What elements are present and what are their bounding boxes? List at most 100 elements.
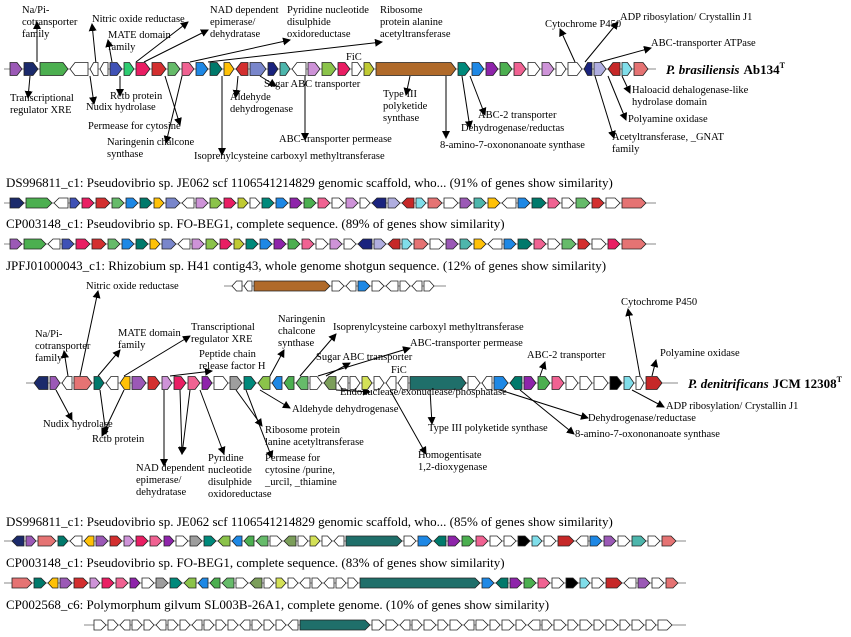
gene-arrow — [429, 238, 445, 250]
gene-arrow — [575, 197, 591, 209]
gene-arrow — [647, 535, 661, 547]
annotation-arrow — [232, 75, 241, 98]
gene-arrow — [25, 535, 37, 547]
gene-arrow — [489, 619, 501, 631]
gene-arrow — [493, 376, 509, 390]
gene-arrow — [33, 577, 47, 589]
gene-arrow — [413, 238, 429, 250]
gene-arrow — [443, 197, 459, 209]
gene-arrow — [541, 619, 553, 631]
annotation-arrow — [177, 389, 186, 455]
gene-arrow — [249, 62, 267, 76]
annotation-arrow — [584, 21, 619, 63]
gene-arrow — [167, 62, 181, 76]
gene-arrow — [401, 197, 415, 209]
gene-arrow — [433, 535, 447, 547]
gene-arrow — [423, 280, 435, 292]
gene-arrow — [509, 577, 523, 589]
gene-annotation-label: NAD dependent — [210, 5, 279, 16]
gene-arrow — [297, 535, 309, 547]
gene-arrow — [109, 62, 123, 76]
gene-arrow — [167, 619, 179, 631]
gene-arrow — [237, 197, 249, 209]
gene-arrow — [623, 577, 637, 589]
gene-annotation-label: disulphide — [208, 477, 252, 488]
gene-arrow — [283, 376, 295, 390]
gene-annotation-label: dehydrogenase — [230, 104, 293, 115]
gene-annotation-label: Naringenin chalcone — [107, 137, 195, 148]
gene-arrow — [153, 197, 165, 209]
gene-arrow — [561, 238, 577, 250]
gene-arrow — [11, 535, 25, 547]
annotation-arrow — [99, 389, 110, 435]
annotation-arrow — [79, 290, 101, 377]
gene-annotation-label: ABC-transporter permease — [279, 134, 392, 145]
annotation-arrow — [519, 389, 575, 435]
gene-arrow — [591, 577, 605, 589]
gene-arrow — [449, 619, 463, 631]
gene-arrow — [291, 62, 307, 76]
gene-arrow — [215, 619, 227, 631]
gene-annotation-label: Transcriptional — [10, 93, 74, 104]
gene-arrow — [309, 376, 323, 390]
gene-arrow — [203, 619, 215, 631]
gene-annotation-label: oxidoreductase — [208, 489, 272, 500]
gene-annotation-label: dehydratase — [136, 487, 186, 498]
gene-arrow — [579, 376, 593, 390]
gene-arrow — [151, 62, 167, 76]
track-title: DS996811_c1: Pseudovibrio sp. JE062 scf … — [6, 514, 613, 529]
gene-arrow — [307, 62, 321, 76]
gene-arrow — [651, 577, 665, 589]
gene-arrow — [251, 619, 263, 631]
gene-arrow — [397, 376, 409, 390]
gene-arrow — [149, 238, 161, 250]
gene-annotation-label: Permease for — [265, 453, 321, 464]
gene-annotation-label: Isoprenylcysteine carboxyl methyltransfe… — [333, 322, 524, 333]
gene-arrow — [665, 577, 679, 589]
gene-annotation-label: lanine acetyltransferase — [265, 437, 364, 448]
gene-arrow — [299, 619, 371, 631]
gene-arrow — [279, 62, 291, 76]
gene-annotation-label: ABC-2 transporter — [478, 110, 557, 121]
gene-arrow — [371, 619, 385, 631]
annotation-arrow — [559, 28, 576, 63]
gene-annotation-label: epimerase/ — [210, 17, 256, 28]
gene-arrow — [165, 197, 181, 209]
gene-arrow — [119, 619, 131, 631]
gene-arrow — [273, 238, 287, 250]
gene-annotation-label: polyketide — [383, 101, 428, 112]
gene-arrow — [447, 535, 461, 547]
gene-arrow — [209, 577, 221, 589]
gene-arrow — [593, 62, 607, 76]
gene-arrow — [287, 619, 299, 631]
gene-arrow — [609, 376, 623, 390]
gene-annotation-label: family — [118, 340, 146, 351]
gene-annotation-label: _urcil, _thiamine — [264, 477, 337, 488]
gene-arrow — [93, 619, 107, 631]
gene-arrow — [411, 619, 423, 631]
gene-arrow — [543, 535, 557, 547]
gene-arrow — [403, 535, 417, 547]
gene-arrow — [101, 577, 115, 589]
gene-arrow — [75, 238, 91, 250]
gene-arrow — [371, 280, 385, 292]
track-title: JPFJ01000043_c1: Rhizobium sp. H41 conti… — [6, 258, 606, 273]
gene-arrow — [189, 535, 203, 547]
gene-arrow — [263, 577, 275, 589]
gene-arrow — [283, 535, 297, 547]
gene-arrow — [57, 535, 69, 547]
gene-arrow — [515, 619, 527, 631]
gene-arrow — [91, 238, 107, 250]
gene-arrow — [503, 238, 517, 250]
gene-arrow — [551, 376, 565, 390]
gene-annotation-label: family — [108, 42, 136, 53]
gene-arrow — [579, 577, 591, 589]
gene-arrow — [119, 376, 131, 390]
gene-arrow — [175, 535, 189, 547]
gene-arrow — [533, 238, 547, 250]
gene-arrow — [223, 62, 235, 76]
annotation-arrow — [538, 361, 547, 377]
gene-arrow — [531, 535, 543, 547]
gene-annotation-label: family — [22, 29, 50, 40]
annotation-arrow — [499, 389, 589, 420]
